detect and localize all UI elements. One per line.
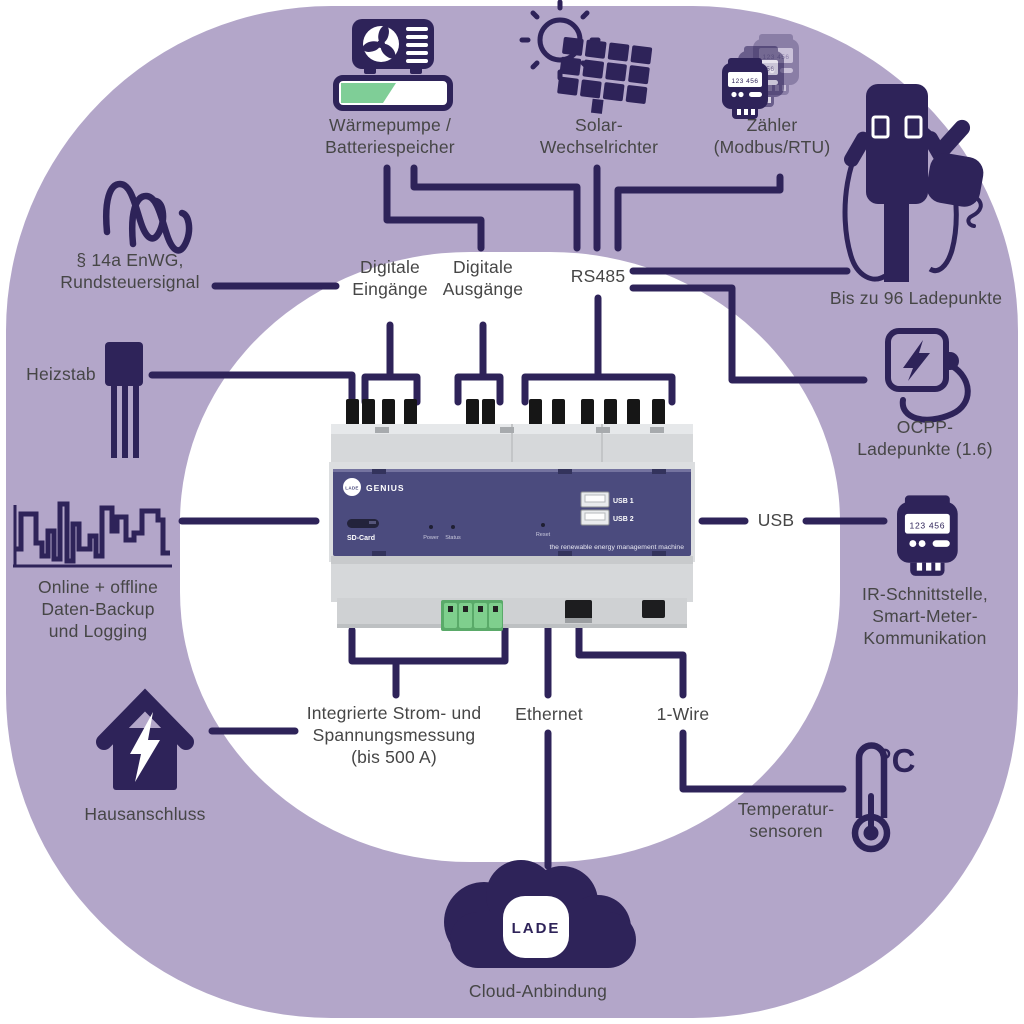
bracket-eingaenge	[361, 373, 421, 406]
cloud-lade-logo: LADE	[512, 920, 561, 937]
lade-logo	[343, 478, 361, 496]
bracket-ausgaenge	[454, 373, 504, 406]
heat-pump-battery-icon	[333, 19, 453, 111]
status-led-label: Status	[445, 535, 461, 541]
label-heizstab: Heizstab	[26, 364, 96, 384]
usb-port-1	[580, 491, 610, 508]
reset-button	[541, 523, 545, 527]
solar-inverter-icon	[519, 0, 653, 114]
signal-wave-icon	[103, 180, 193, 254]
thermometer-icon: °C	[851, 742, 916, 853]
top-terminal-blocks	[346, 399, 665, 428]
device-tagline: the renewable energy management machine	[549, 544, 684, 551]
device-brand-text: LADE	[345, 486, 358, 491]
usb2-label: USB 2	[613, 516, 634, 523]
power-led-label: Power	[423, 535, 439, 541]
label-one-wire: 1-Wire	[656, 704, 710, 724]
label-waermepumpe: Wärmepumpe / Batteriespeicher	[325, 115, 455, 158]
line-waermepumpe-to-rs485	[410, 164, 581, 252]
line-onewire-top	[575, 618, 687, 699]
connector-lines	[148, 164, 888, 870]
label-bis-96-ladepunkte: Bis zu 96 Ladepunkte	[829, 288, 1003, 308]
status-led	[451, 525, 455, 529]
label-solar-wechselrichter: Solar- Wechselrichter	[539, 115, 659, 158]
label-ethernet: Ethernet	[515, 704, 583, 724]
bracket-rs485	[521, 373, 676, 406]
heating-rod-icon	[105, 342, 143, 458]
ocpp-icon	[885, 328, 971, 423]
ev-charging-station-icon	[842, 84, 984, 282]
genius-device: LADE GENIUS SD-Card Power Status Reset U…	[329, 399, 695, 631]
cloud-icon: LADE	[444, 860, 636, 968]
label-digitale-ausgaenge: Digitale Ausgänge	[442, 257, 524, 300]
label-usb: USB	[757, 510, 795, 530]
power-led	[429, 525, 433, 529]
label-enwg-rundsteuersignal: § 14a EnWG, Rundsteuersignal	[60, 250, 200, 293]
label-rs485: RS485	[570, 266, 626, 286]
line-heizstab	[148, 371, 356, 404]
device-faceplate	[333, 469, 691, 556]
label-zaehler-modbus: Zähler (Modbus/RTU)	[713, 115, 831, 158]
data-logging-icon	[13, 501, 172, 568]
label-digitale-eingaenge: Digitale Eingänge	[352, 257, 428, 300]
label-ocpp-ladepunkte: OCPP- Ladepunkte (1.6)	[857, 417, 993, 460]
one-wire-port	[642, 600, 665, 618]
line-zaehler-to-rs485	[614, 173, 784, 252]
usb1-label: USB 1	[613, 498, 634, 505]
device-model-text: GENIUS	[366, 483, 405, 493]
label-hausanschluss: Hausanschluss	[84, 804, 206, 824]
label-strommessung: Integrierte Strom- und Spannungsmessung …	[306, 703, 482, 768]
green-terminal-block	[441, 600, 503, 631]
line-onewire-to-temp	[679, 729, 847, 793]
house-icon	[96, 688, 194, 790]
usb-port-2	[580, 509, 610, 526]
line-waermepumpe-to-ausgaenge	[383, 164, 485, 252]
bracket-strommessung	[348, 624, 509, 665]
reset-label: Reset	[536, 532, 551, 538]
ethernet-port	[565, 600, 592, 623]
label-temperatursensoren: Temperatur- sensoren	[737, 799, 835, 842]
label-cloud-anbindung: Cloud-Anbindung	[468, 981, 608, 1001]
line-rs485-to-ocpp	[629, 284, 868, 384]
sd-card-label: SD-Card	[347, 535, 375, 542]
celsius-label: °C	[878, 742, 915, 779]
label-online-logging: Online + offline Daten-Backup und Loggin…	[37, 577, 159, 642]
label-ir-smartmeter: IR-Schnittstelle, Smart-Meter- Kommunika…	[862, 584, 988, 649]
